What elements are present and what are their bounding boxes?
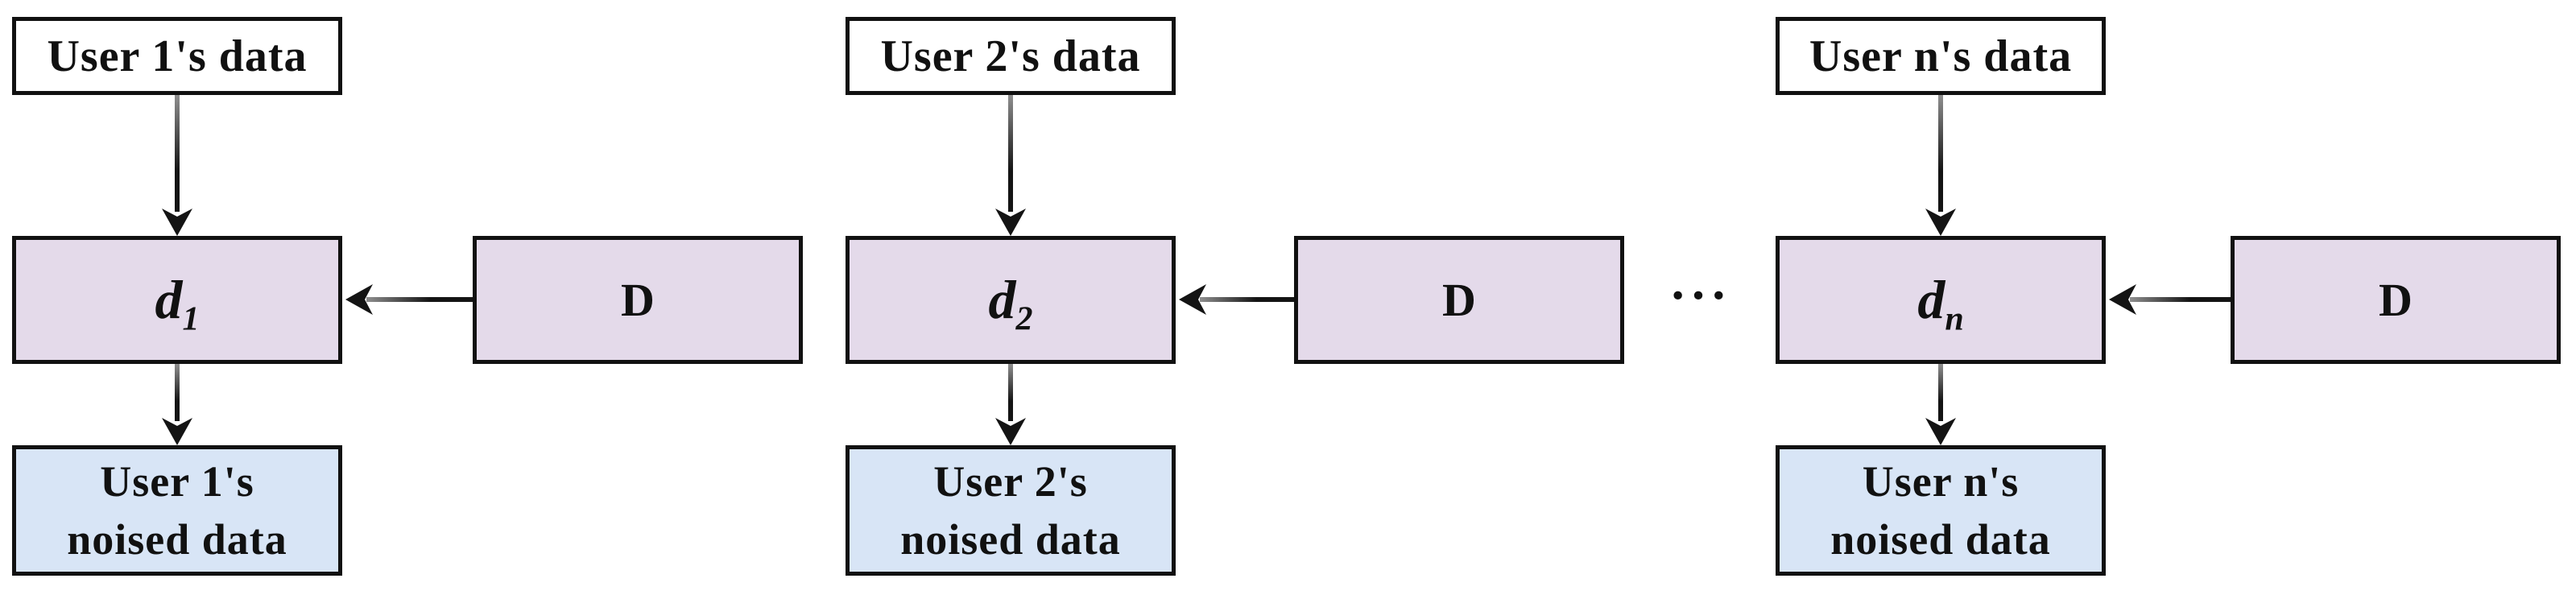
arrow-dn-to-noisedn xyxy=(1925,364,1956,445)
user2-data-box: User 2's data xyxy=(846,17,1176,95)
user1-data-label: User 1's data xyxy=(47,31,308,81)
arrow-d1-to-noised1 xyxy=(162,364,192,445)
arrow-D2-to-d2 xyxy=(1179,284,1294,315)
d1-label: d1 xyxy=(155,269,200,338)
d2-label: d2 xyxy=(988,269,1033,338)
user2-noised-label: User 2's noised data xyxy=(900,457,1121,564)
dataset-box-1: D xyxy=(473,236,803,364)
dataset-label-1: D xyxy=(621,274,655,326)
user2-data-label: User 2's data xyxy=(880,31,1141,81)
usern-d-box: dn xyxy=(1776,236,2106,364)
user1-noised-label: User 1's noised data xyxy=(67,457,287,564)
arrow-D1-to-d1 xyxy=(345,284,473,315)
dataset-box-3: D xyxy=(2231,236,2561,364)
user1-d-box: d1 xyxy=(12,236,342,364)
arrow-user2-data-to-d2 xyxy=(995,95,1026,236)
user1-data-box: User 1's data xyxy=(12,17,342,95)
usern-noised-box: User n's noised data xyxy=(1776,445,2106,576)
user2-noised-box: User 2's noised data xyxy=(846,445,1176,576)
arrow-d2-to-noised2 xyxy=(995,364,1026,445)
dataset-label-2: D xyxy=(1442,274,1476,326)
arrow-user1-data-to-d1 xyxy=(162,95,192,236)
usern-data-box: User n's data xyxy=(1776,17,2106,95)
dn-label: dn xyxy=(1917,269,1964,338)
usern-data-label: User n's data xyxy=(1809,31,2073,81)
user1-noised-box: User 1's noised data xyxy=(12,445,342,576)
usern-noised-label: User n's noised data xyxy=(1830,457,2051,564)
ellipsis-dots: ··· xyxy=(1668,267,1731,324)
arrow-usern-data-to-dn xyxy=(1925,95,1956,236)
dataset-label-3: D xyxy=(2379,274,2413,326)
dataset-box-2: D xyxy=(1294,236,1624,364)
user2-d-box: d2 xyxy=(846,236,1176,364)
arrow-D3-to-dn xyxy=(2109,284,2231,315)
